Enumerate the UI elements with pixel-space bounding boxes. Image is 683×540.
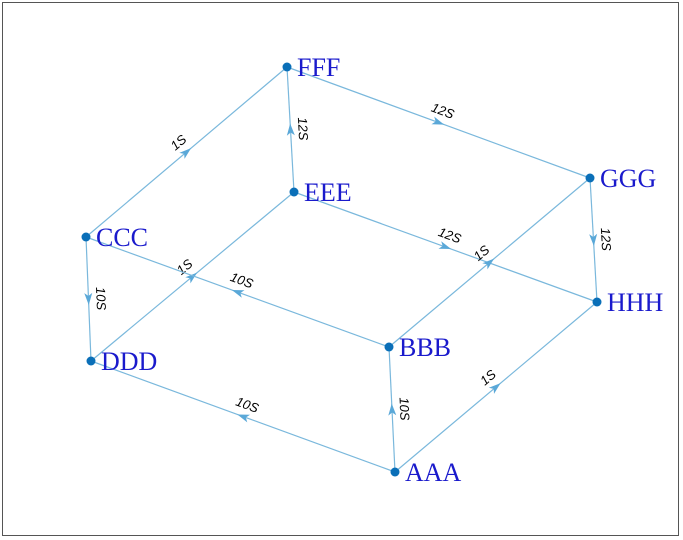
- edge-arrow-ddd-eee: [185, 272, 198, 284]
- node-label-bbb: BBB: [399, 333, 451, 362]
- edge-arrow-ggg-hhh: [589, 233, 598, 246]
- edge-arrow-ccc-fff: [179, 148, 192, 159]
- edge-label: 10S: [93, 287, 109, 311]
- edge-label: 10S: [396, 397, 412, 421]
- node-aaa[interactable]: [390, 467, 400, 477]
- edge-label: 12S: [436, 224, 463, 246]
- node-label-hhh: HHH: [607, 288, 664, 317]
- node-label-fff: FFF: [297, 53, 340, 82]
- edge-arrow-ccc-ddd: [84, 292, 93, 305]
- node-ddd[interactable]: [86, 356, 96, 366]
- node-label-aaa: AAA: [405, 458, 462, 487]
- node-fff[interactable]: [282, 62, 292, 72]
- edge-label: 12S: [598, 227, 614, 251]
- node-bbb[interactable]: [384, 342, 394, 352]
- edge-label: 1S: [168, 131, 190, 153]
- edge-label: 12S: [429, 100, 456, 122]
- edges-layer: 1S 12S 12S 12S 12S 10S 1S 10S 1S 10S 10S 1S: [84, 66, 614, 473]
- edge-arrow-bbb-ggg: [482, 258, 495, 270]
- edge-arrow-eee-hhh: [438, 241, 452, 250]
- node-ccc[interactable]: [81, 232, 91, 242]
- edge-arrow-bbb-ccc: [231, 289, 245, 298]
- edge-label: 1S: [477, 366, 499, 388]
- edge-label: 12S: [295, 117, 311, 141]
- edge-label: 1S: [174, 256, 196, 278]
- edge-label: 10S: [234, 394, 261, 416]
- node-hhh[interactable]: [592, 297, 602, 307]
- edge-arrow-aaa-hhh: [488, 383, 501, 394]
- node-label-ddd: DDD: [101, 347, 157, 376]
- nodes-layer: AAA BBB CCC DDD EEE FFF GGG HHH: [81, 53, 664, 487]
- edge-arrow-aaa-bbb: [388, 403, 397, 416]
- edge-arrow-eee-fff: [286, 123, 295, 136]
- node-label-ggg: GGG: [600, 164, 656, 193]
- node-label-ccc: CCC: [96, 223, 148, 252]
- node-eee[interactable]: [289, 187, 299, 197]
- edge-arrow-fff-ggg: [431, 116, 445, 125]
- edge-label: 10S: [228, 269, 255, 291]
- edge-arrow-aaa-ddd: [237, 414, 251, 423]
- node-ggg[interactable]: [585, 173, 595, 183]
- edge-label: 1S: [471, 242, 493, 264]
- node-label-eee: EEE: [304, 178, 352, 207]
